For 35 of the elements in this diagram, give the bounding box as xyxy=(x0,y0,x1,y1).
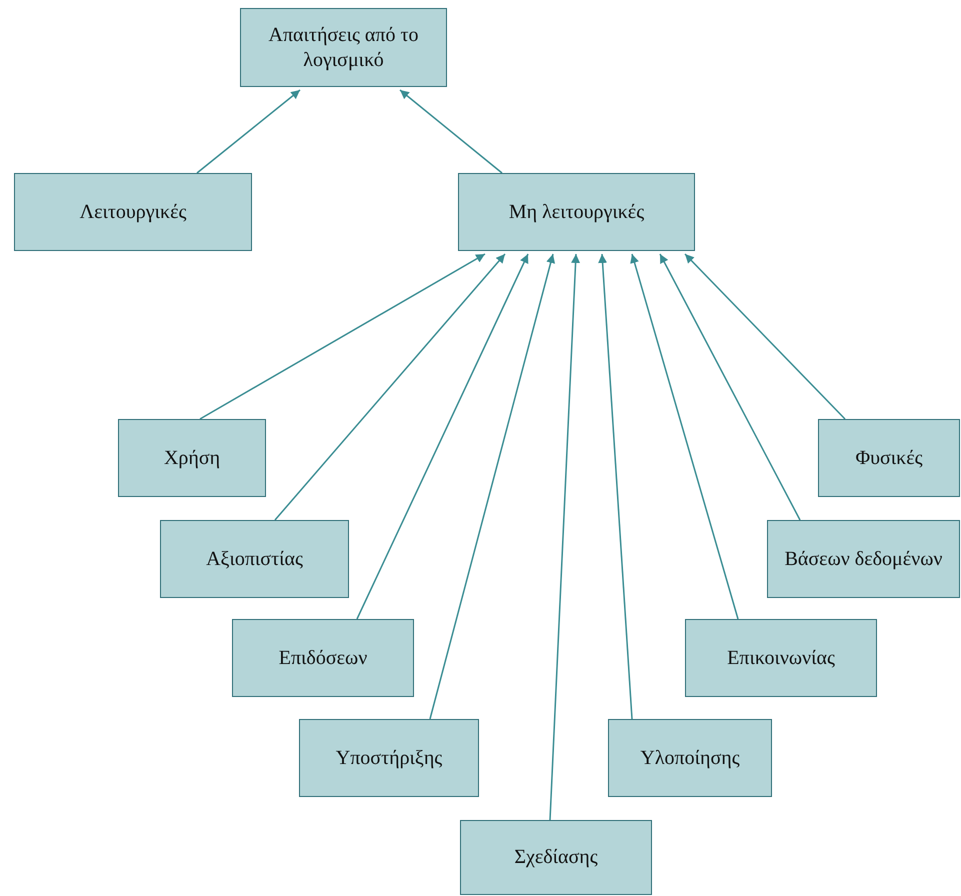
arrow xyxy=(598,254,633,720)
arrow xyxy=(630,254,739,620)
category-box xyxy=(767,520,960,598)
arrow xyxy=(684,253,846,420)
box-label: Επικοινωνίας xyxy=(726,646,836,670)
category-box xyxy=(299,719,479,797)
box-label: Σχεδίασης xyxy=(513,845,599,870)
category-box xyxy=(14,173,252,251)
box-label: Χρήση xyxy=(162,446,222,470)
category-box xyxy=(160,520,349,598)
arrow xyxy=(200,253,486,420)
category-box xyxy=(458,173,695,251)
arrow xyxy=(196,89,300,174)
category-box xyxy=(608,719,772,797)
box-label: Επιδόσεων xyxy=(278,646,368,670)
box-label: Μη λειτουργικές xyxy=(508,200,646,224)
category-box xyxy=(685,619,877,697)
arrow xyxy=(274,254,506,520)
arrow xyxy=(659,254,801,520)
arrow xyxy=(400,89,502,174)
arrow xyxy=(356,254,529,620)
box-label: Υλοποίησης xyxy=(639,746,741,770)
box-label: Απαιτήσεις από το λογισμικό xyxy=(268,22,420,72)
category-box xyxy=(818,419,960,497)
category-box xyxy=(240,8,447,87)
arrow xyxy=(429,254,556,720)
box-label: Λειτουργικές xyxy=(78,200,188,224)
box-label: Βάσεων δεδομένων xyxy=(784,546,944,572)
box-label: Φυσικές xyxy=(854,446,924,470)
category-box xyxy=(118,419,266,497)
box-label: Υποστήριξης xyxy=(334,746,444,770)
category-box xyxy=(232,619,414,697)
box-label: Αξιοπιστίας xyxy=(205,546,304,572)
category-box xyxy=(460,820,652,895)
arrow xyxy=(549,254,580,820)
